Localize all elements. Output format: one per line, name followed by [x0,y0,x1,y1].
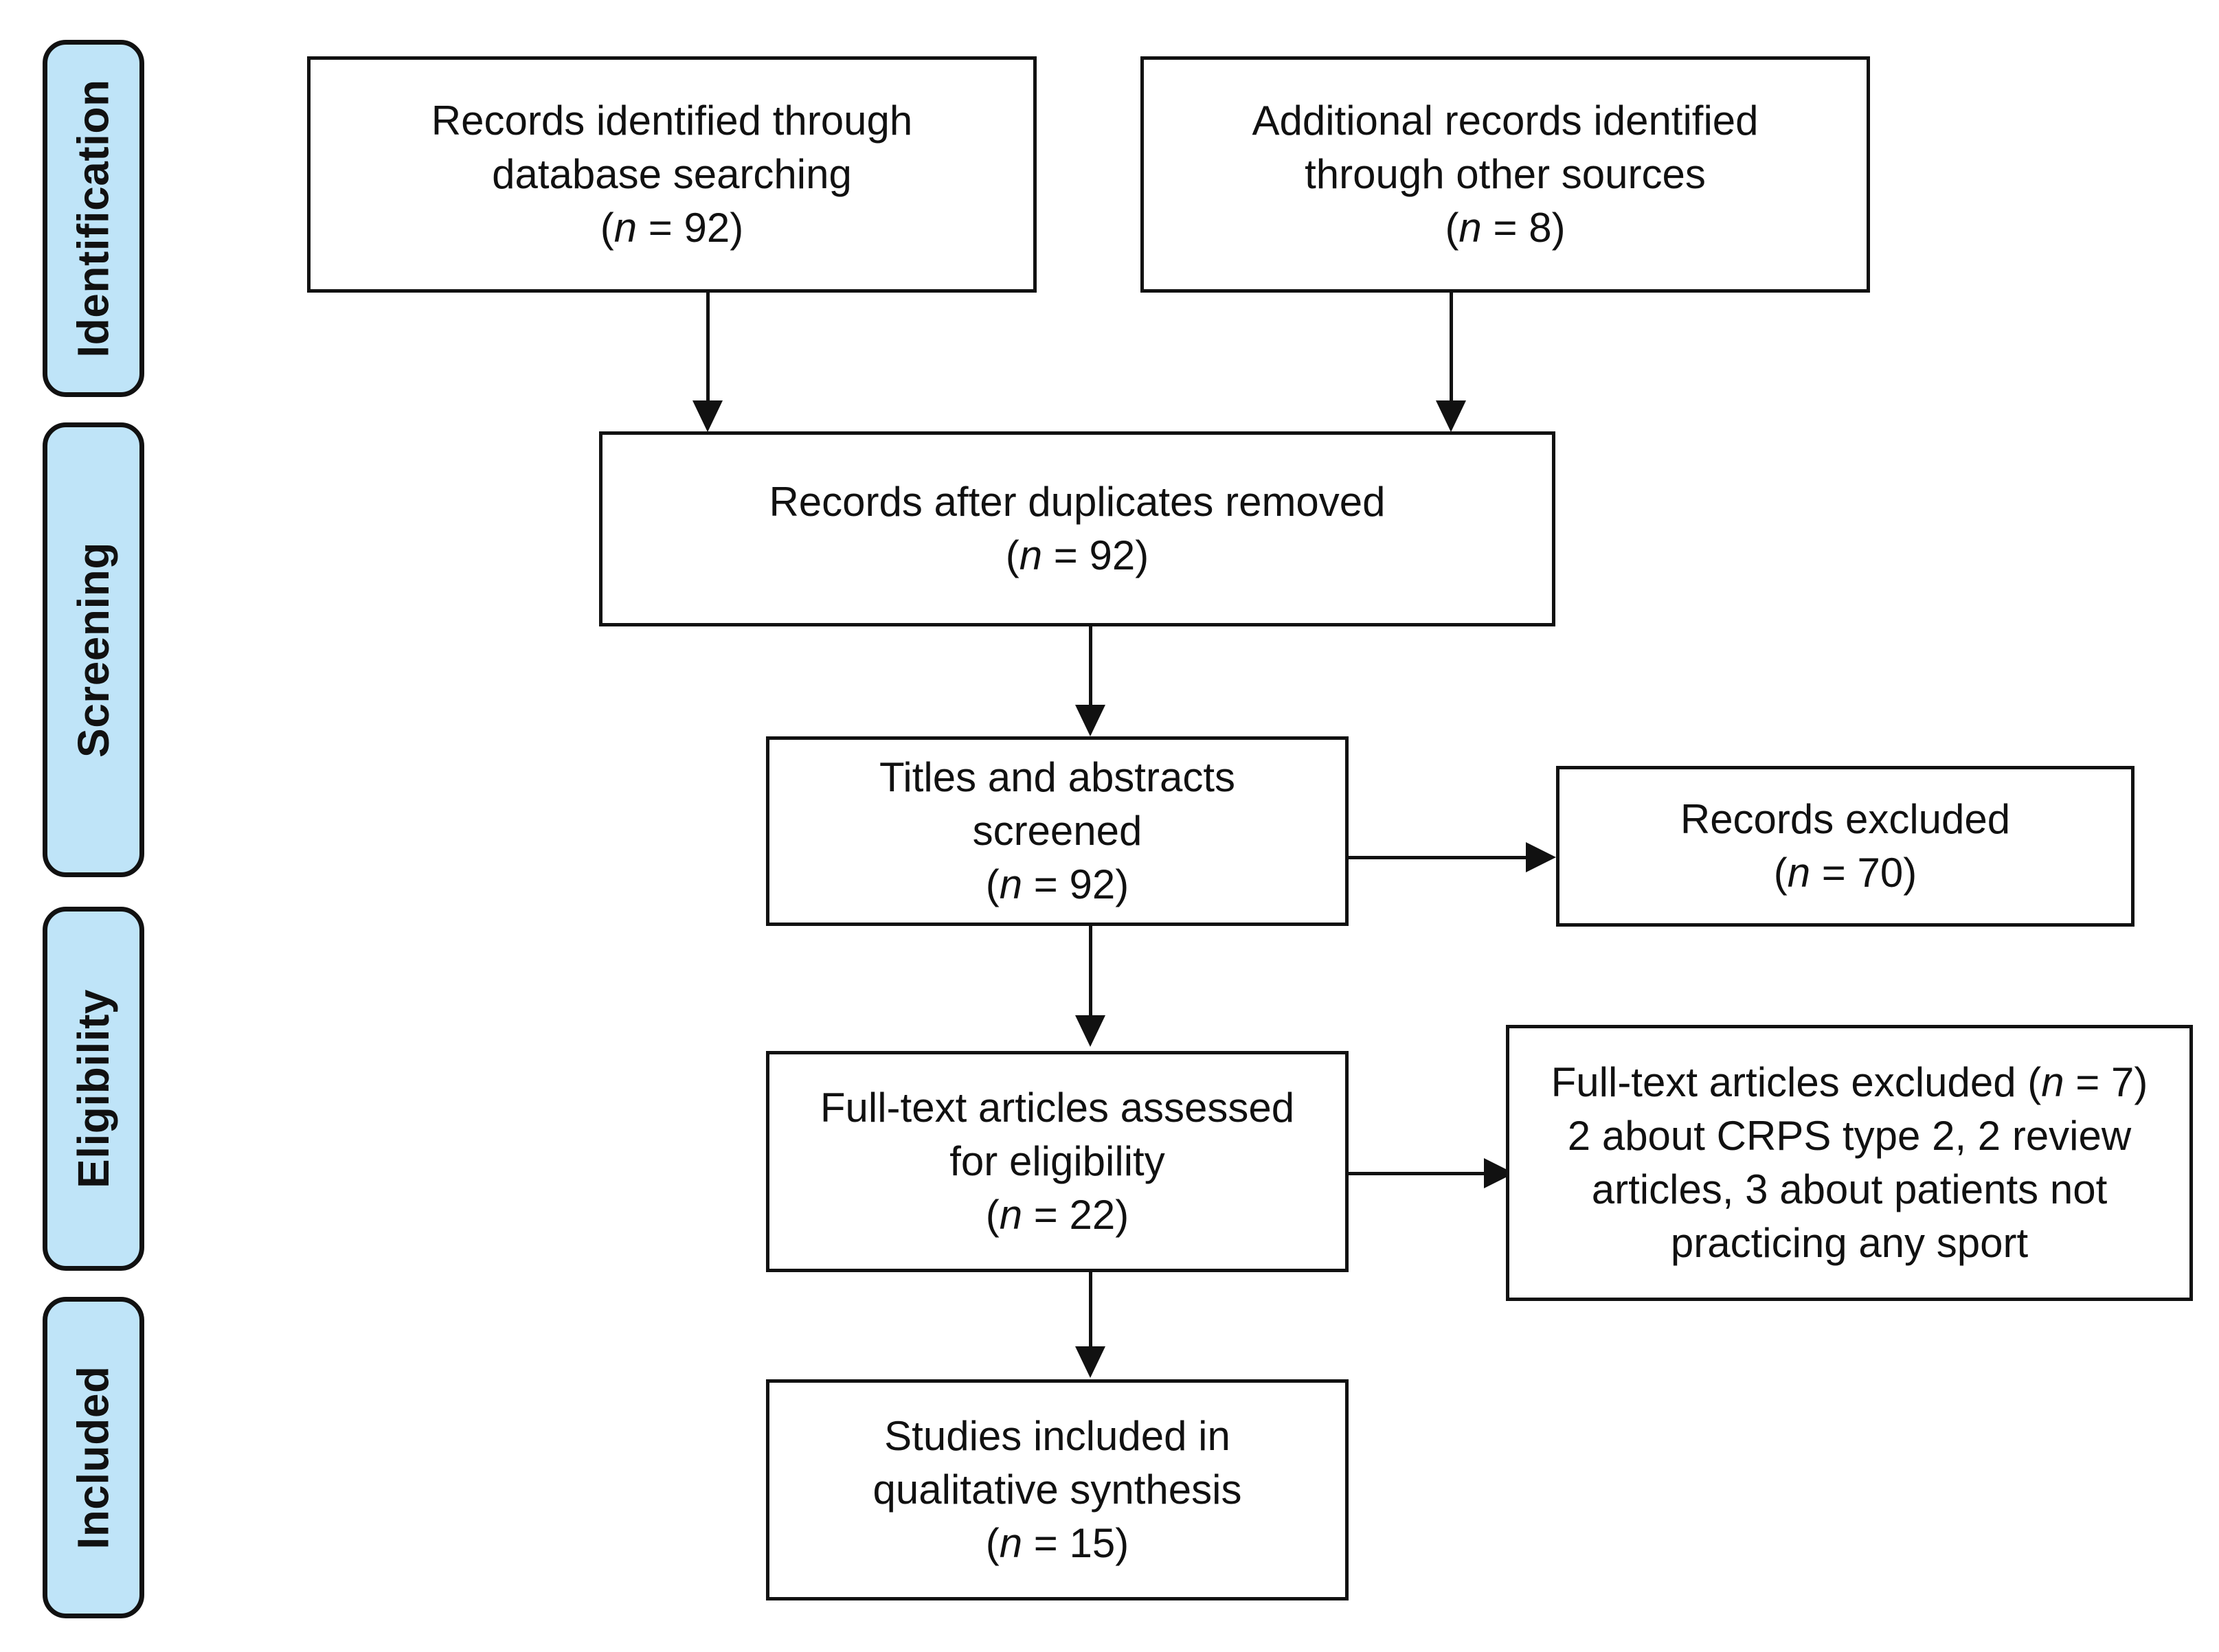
connector-other-sources-to-duplicates [1450,293,1453,403]
box-count: (n = 22) [985,1192,1129,1238]
connector-database-to-duplicates [706,293,710,403]
box-text: Additional records identified through ot… [1252,94,1758,255]
arrowhead-duplicates-to-titles [1075,705,1105,736]
box-records-excluded: Records excluded (n = 70) [1556,766,2134,927]
connector-fulltext-to-studies-included [1089,1272,1092,1348]
stage-label-screening: Screening [69,542,118,758]
box-records-identified-database: Records identified through database sear… [307,56,1037,293]
box-text: Studies included in qualitative synthesi… [873,1410,1242,1570]
box-line: 2 about CRPS type 2, 2 review [1567,1113,2132,1159]
box-line: Studies included in [884,1413,1230,1459]
box-fulltext-articles-assessed: Full-text articles assessed for eligibil… [766,1051,1349,1272]
stage-pill-screening: Screening [43,422,144,877]
box-line: Additional records identified [1252,98,1759,144]
stage-label-included: Included [69,1366,118,1550]
box-count: (n = 92) [1005,532,1149,578]
box-fulltext-articles-excluded: Full-text articles excluded (n = 7) 2 ab… [1506,1025,2193,1301]
arrowhead-titles-to-fulltext [1075,1015,1105,1047]
box-text: Full-text articles excluded (n = 7) 2 ab… [1551,1056,2148,1270]
box-count: (n = 92) [985,861,1129,907]
box-line: qualitative synthesis [872,1467,1242,1513]
arrowhead-other-sources-to-duplicates [1436,400,1466,432]
box-line: Titles and abstracts [879,754,1235,800]
box-text: Records excluded (n = 70) [1680,793,2010,900]
box-line: Records identified through [431,98,913,144]
box-text: Full-text articles assessed for eligibil… [820,1081,1294,1242]
box-records-after-duplicates-removed: Records after duplicates removed (n = 92… [599,431,1555,626]
box-line: through other sources [1305,151,1706,197]
arrowhead-titles-to-records-excluded [1526,842,1556,872]
stage-pill-eligibility: Eligibility [43,907,144,1271]
box-line: Records after duplicates removed [769,479,1386,525]
box-line: screened [972,808,1142,854]
box-text: Records after duplicates removed (n = 92… [769,475,1385,582]
box-text: Records identified through database sear… [431,94,912,255]
stage-pill-identification: Identification [43,40,144,397]
stage-pill-included: Included [43,1297,144,1618]
box-line: for eligibility [949,1138,1165,1184]
connector-duplicates-to-titles [1089,626,1092,708]
stage-label-identification: Identification [69,79,118,358]
box-line: articles, 3 about patients not [1591,1166,2108,1212]
box-count: (n = 92) [600,205,744,251]
box-additional-records-other-sources: Additional records identified through ot… [1140,56,1870,293]
connector-titles-to-records-excluded [1349,856,1529,859]
connector-fulltext-to-fulltext-excluded [1349,1172,1486,1175]
box-text: Titles and abstracts screened (n = 92) [879,751,1235,912]
box-count: (n = 8) [1445,205,1566,251]
box-line: Full-text articles excluded (n = 7) [1551,1059,2148,1105]
box-line: database searching [492,151,852,197]
box-count: (n = 15) [985,1520,1129,1566]
box-line: Records excluded [1680,796,2011,842]
connector-titles-to-fulltext [1089,926,1092,1017]
arrowhead-database-to-duplicates [692,400,723,432]
box-line: practicing any sport [1670,1220,2029,1266]
box-studies-included-qualitative-synthesis: Studies included in qualitative synthesi… [766,1379,1349,1600]
stage-label-eligibility: Eligibility [69,989,118,1188]
arrowhead-fulltext-to-studies-included [1075,1346,1105,1378]
box-titles-and-abstracts-screened: Titles and abstracts screened (n = 92) [766,736,1349,926]
box-line: Full-text articles assessed [820,1085,1295,1131]
box-count: (n = 70) [1773,850,1917,896]
